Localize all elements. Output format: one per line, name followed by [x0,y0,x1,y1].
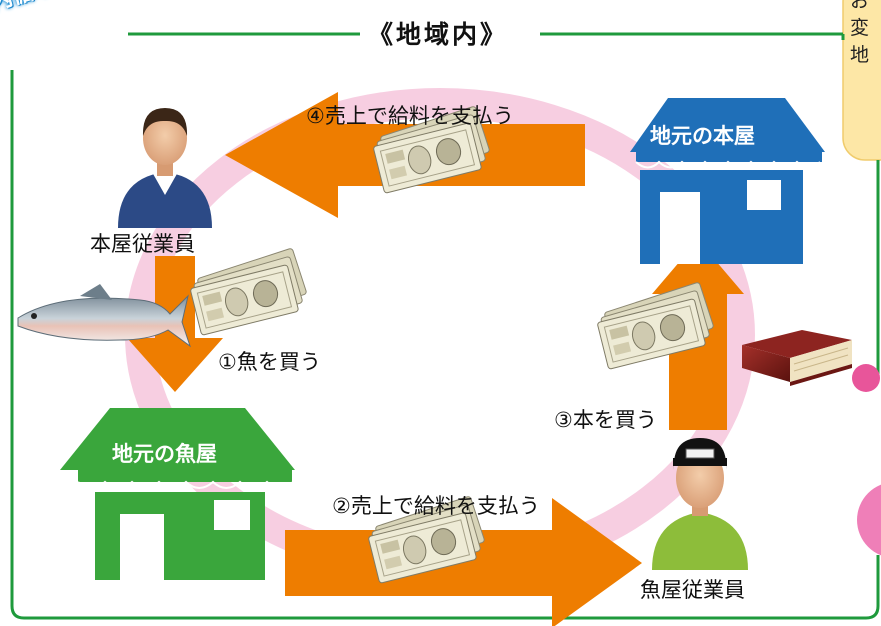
step3-label: ③本を買う [554,408,657,432]
book-icon [742,330,852,386]
sakanaya-staff-label: 魚屋従業員 [640,578,745,602]
honya-staff-label: 本屋従業員 [90,232,195,256]
note-box [842,0,881,161]
step4-label: ④売上で給料を支払う [306,104,514,128]
money-icon [185,246,312,337]
note-line: お [850,0,870,12]
honya-shop-icon [630,98,825,264]
honya-shop-sign: 地元の本屋 [650,124,755,148]
note-line: 地 [850,44,870,66]
fish-icon [17,284,191,348]
honya-staff-icon [118,108,212,228]
frame-border [10,70,880,620]
step2-label: ②売上で給料を支払う [332,494,540,518]
step1-label: ①魚を買う [218,350,321,374]
sakanaya-shop-icon [60,408,295,580]
pink-dot-large [857,484,881,556]
region-title: 《地域内》 [368,20,509,49]
pink-dot-small [852,364,880,392]
note-text: お 変 地 [850,0,881,69]
sakanaya-shop-sign: 地元の魚屋 [112,442,217,466]
note-line: 変 [850,17,870,39]
sakanaya-staff-icon [652,438,748,570]
